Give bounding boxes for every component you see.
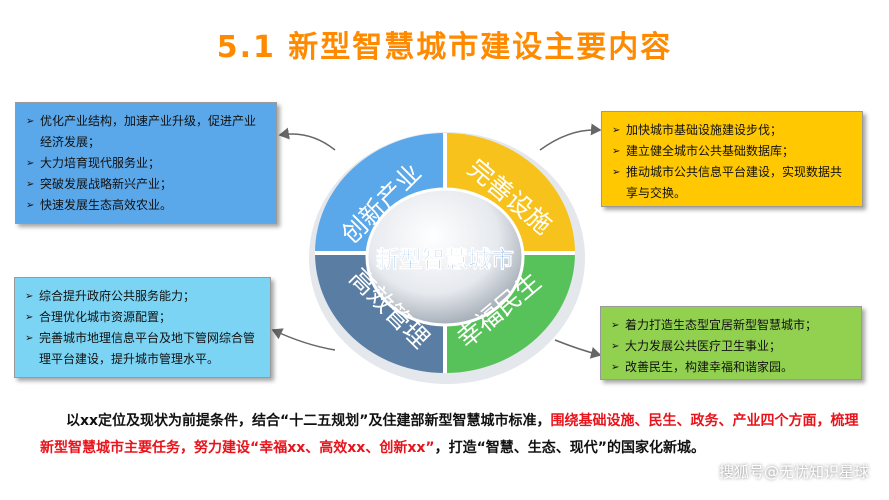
smart-city-wheel: 创新产业 完善设施 高效管理 幸福民生 新型智慧城市 [309, 132, 585, 384]
list-item: 大力发展公共医疗卫生事业； [611, 336, 851, 357]
arrow-bottom-right [554, 339, 602, 359]
arrow-bottom-left [271, 328, 336, 351]
list-item: 改善民生，构建幸福和谐家园。 [611, 357, 851, 378]
list-item: 优化产业结构，加速产业升级，促进产业经济发展； [26, 111, 266, 153]
facilities-box: 加快城市基础设施建设步伐； 建立健全城市公共基础数据库； 推动城市公共信息平台建… [601, 111, 863, 207]
list-item: 快速发展生态高效农业。 [26, 195, 266, 216]
list-item: 合理优化城市资源配置； [25, 307, 260, 328]
summary-text: 以xx定位及现状为前提条件，结合“十二五规划”及住建部新型智慧城市标准，围绕基础… [40, 408, 860, 462]
list-item: 着力打造生态型宜居新型智慧城市； [611, 315, 851, 336]
arrow-top-right [539, 123, 602, 151]
list-item: 建立健全城市公共基础数据库； [612, 141, 852, 162]
industry-box: 优化产业结构，加速产业升级，促进产业经济发展； 大力培育现代服务业； 突破发展战… [15, 102, 277, 224]
list-item: 突破发展战略新兴产业； [26, 174, 266, 195]
list-item: 完善城市地理信息平台及地下管网综合管理平台建设，提升城市管理水平。 [25, 328, 260, 370]
arrow-top-left [278, 127, 336, 151]
livelihood-box: 着力打造生态型宜居新型智慧城市； 大力发展公共医疗卫生事业； 改善民生，构建幸福… [600, 306, 862, 380]
summary-part-1: 以xx定位及现状为前提条件，结合“十二五规划”及住建部新型智慧城市标准， [66, 413, 551, 429]
page-title: 5.1 新型智慧城市建设主要内容 [216, 30, 673, 65]
center-hub [365, 187, 525, 327]
list-item: 加快城市基础设施建设步伐； [612, 120, 852, 141]
summary-highlight: 围绕基础设施、民生、政务、产业四个方面，梳理新型智慧城市主要任务，努力建设“幸福… [40, 413, 859, 456]
list-item: 推动城市公共信息平台建设，实现数据共享与交换。 [612, 162, 852, 204]
watermark: 搜狐号@无忧知识星球 [718, 463, 869, 481]
list-item: 综合提升政府公共服务能力； [25, 286, 260, 307]
management-box: 综合提升政府公共服务能力； 合理优化城市资源配置； 完善城市地理信息平台及地下管… [14, 277, 271, 378]
list-item: 大力培育现代服务业； [26, 153, 266, 174]
summary-part-3: ，打造“智慧、生态、现代”的国家化新城。 [434, 440, 705, 456]
center-label: 新型智慧城市 [376, 246, 514, 273]
